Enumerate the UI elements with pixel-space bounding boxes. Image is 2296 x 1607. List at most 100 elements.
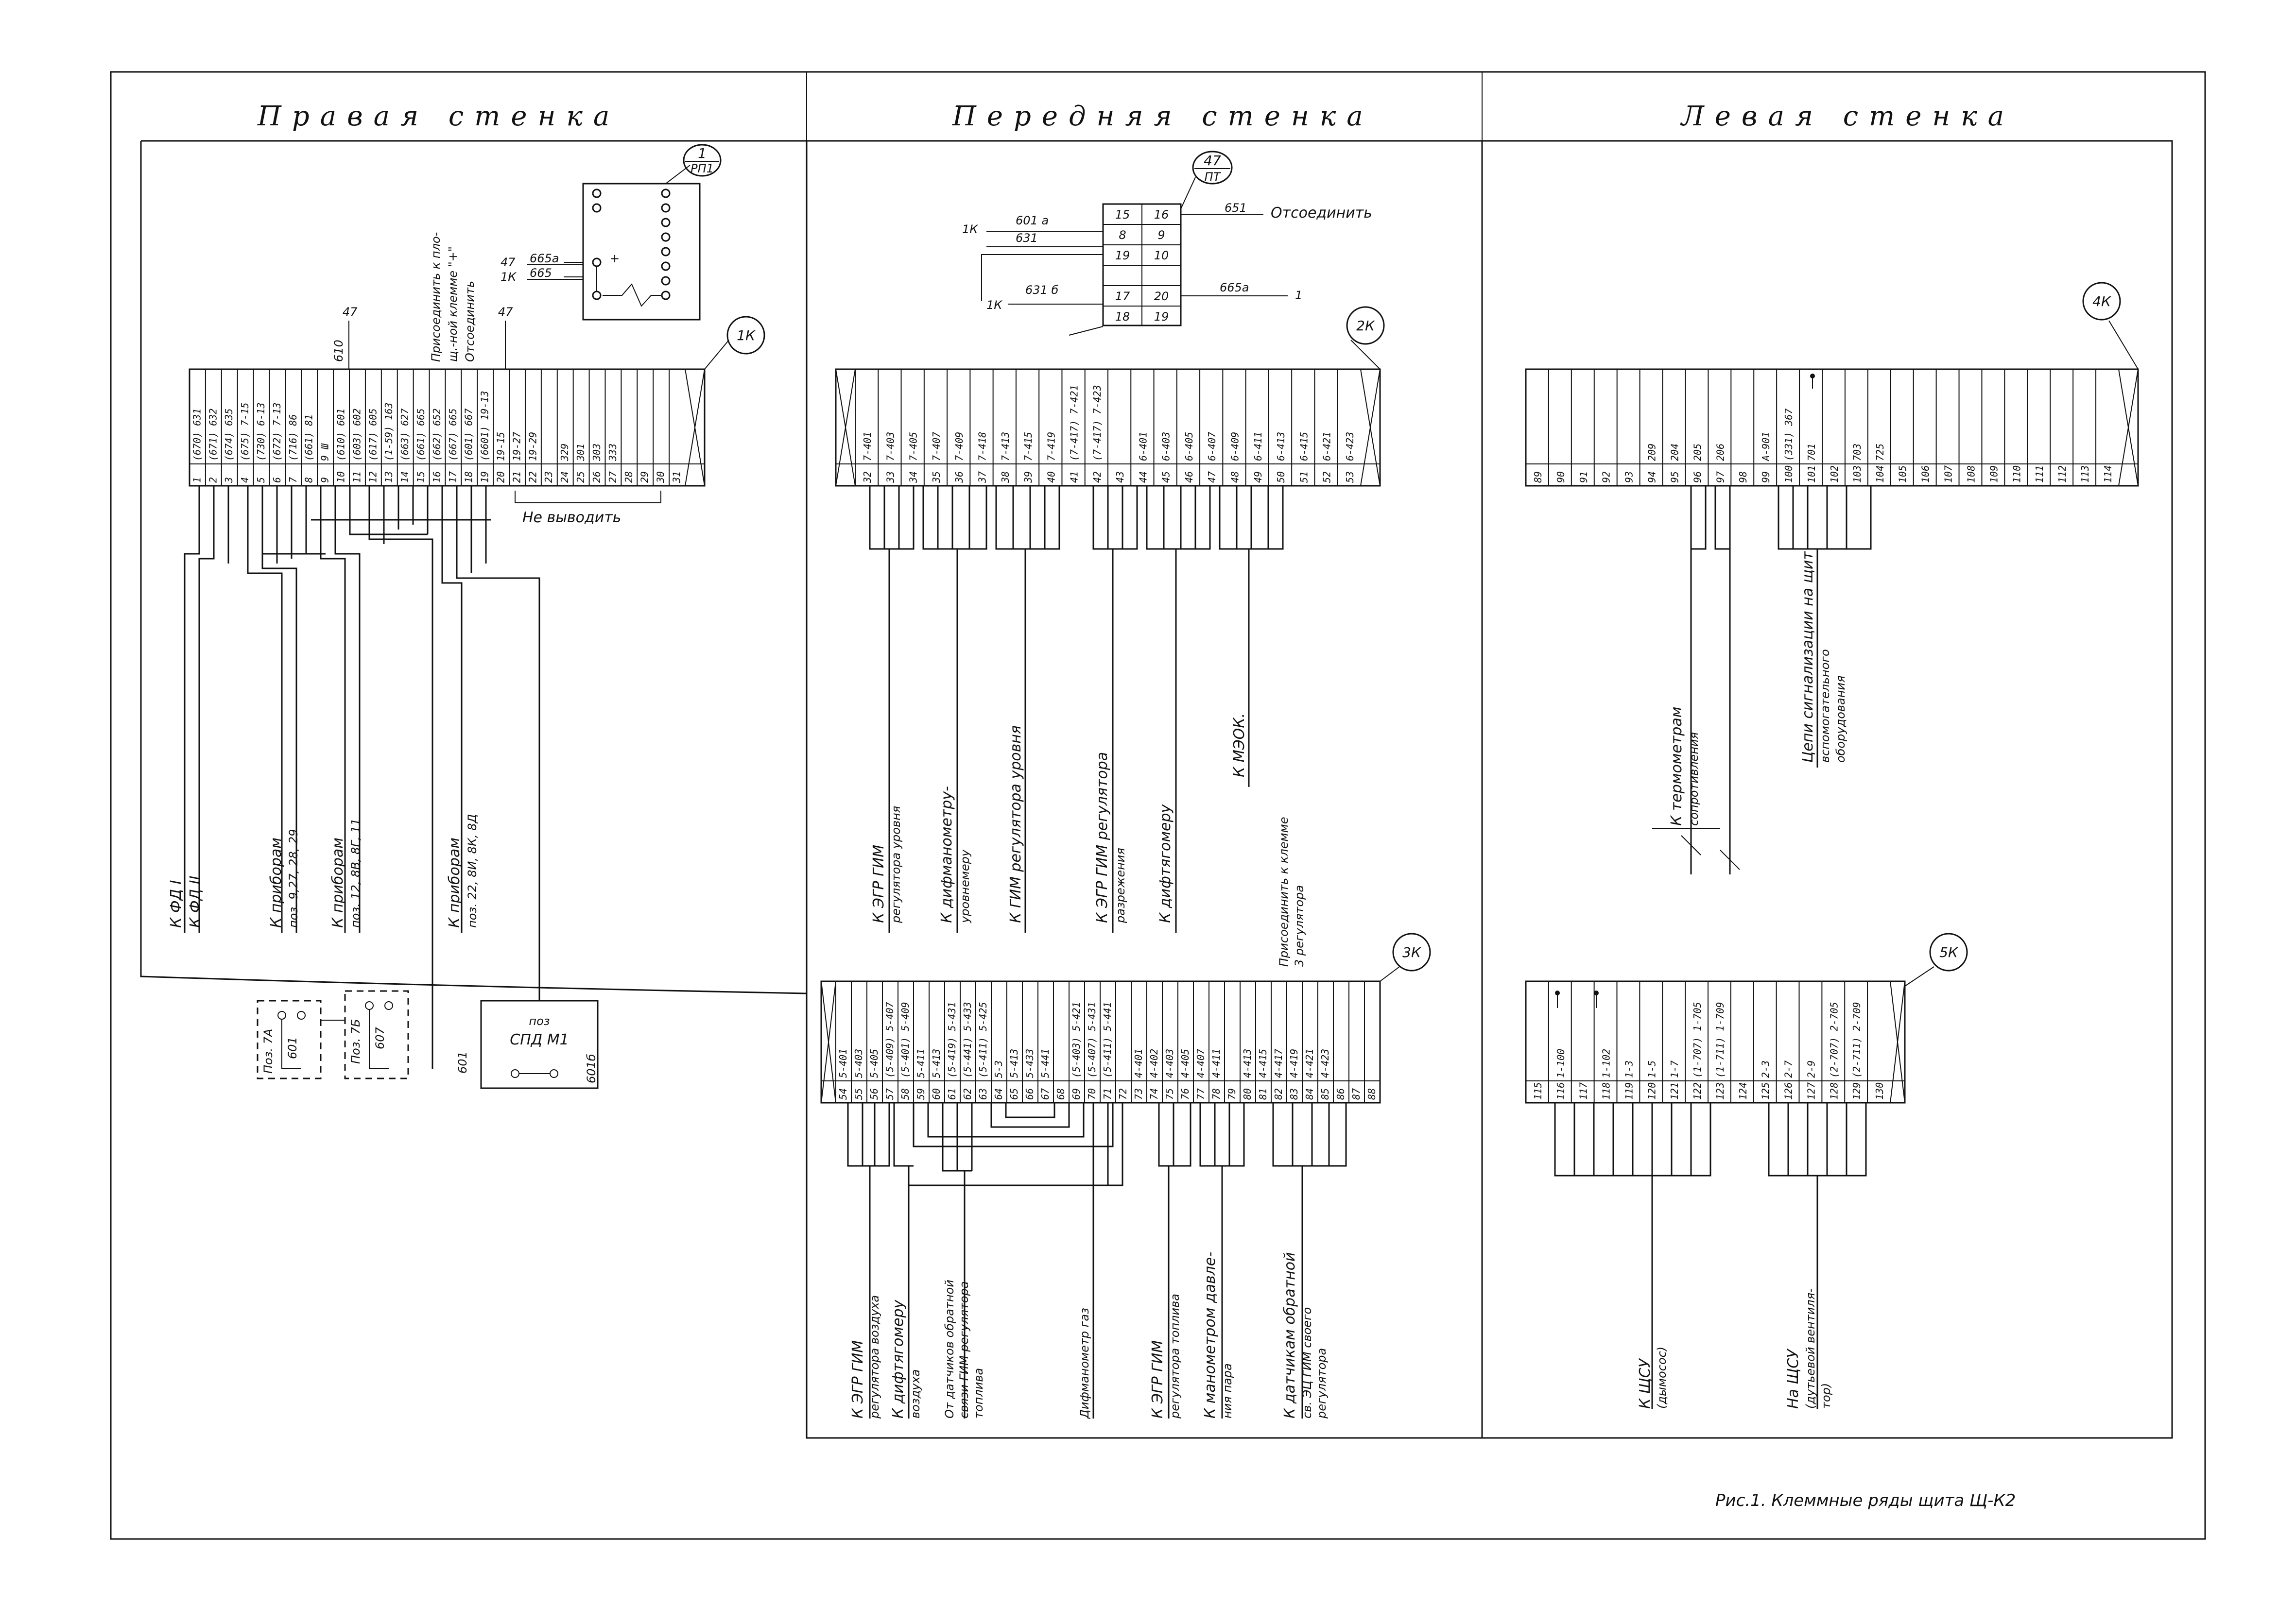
k3-terminal-number: 55 (853, 1088, 864, 1100)
k5-terminal-number: 122 (1692, 1082, 1703, 1100)
svg-text:15: 15 (1115, 208, 1130, 222)
k1-terminal-number: 22 (527, 471, 538, 483)
k3-wire-label: 4-417 (1273, 1049, 1284, 1078)
k4-terminal-number: 106 (1920, 465, 1932, 483)
k1-wire-label: (1-59) 163 (383, 403, 395, 461)
svg-text:631: 631 (1016, 231, 1038, 245)
k3-terminal-number: 87 (1350, 1088, 1362, 1100)
k2-terminal-number: 49 (1252, 471, 1264, 483)
k2-terminal-number: 48 (1229, 471, 1241, 483)
k2-terminal-number: 50 (1275, 471, 1287, 483)
svg-text:тор): тор) (1819, 1383, 1833, 1409)
k2-wire-label: 6-421 (1321, 432, 1333, 461)
k3-terminal-number: 72 (1117, 1088, 1129, 1100)
k1-note-connect: Присоединить к пло- (429, 232, 443, 362)
svg-text:(дымосос): (дымосос) (1655, 1347, 1669, 1409)
k1-terminal-number: 6 (271, 477, 283, 483)
svg-text:К ФД II: К ФД II (187, 876, 204, 928)
k4-terminal-number: 103 (1851, 465, 1863, 483)
k1-terminal-number: 25 (575, 471, 587, 483)
k1-terminal-number: 10 (335, 471, 347, 483)
k4-terminal-number: 94 (1646, 471, 1658, 483)
k5-terminal-number: 120 (1646, 1082, 1657, 1100)
k5-wire-label: 1-3 (1623, 1060, 1635, 1078)
k1-terminal-number: 26 (591, 471, 603, 483)
k2-wire-label: 6-403 (1160, 432, 1172, 461)
k5-terminal-number: 116 (1555, 1082, 1567, 1100)
k2-wire-label: 6-415 (1298, 432, 1310, 461)
k5-wire-label: 2-9 (1805, 1060, 1817, 1078)
left-wall-panel (1481, 140, 2173, 1439)
device-poz-7b: Поз. 7Б 607 (344, 990, 409, 1079)
pt-wires: 651 Отсоединить 1К 601 а 631 1К 631 б 66… (962, 201, 1372, 336)
svg-text:1К: 1К (962, 222, 978, 236)
k1-top-47a: 47 (343, 305, 358, 319)
k3-terminal-number: 67 (1039, 1088, 1051, 1100)
k3-wire-label: (5-407) 5-431 (1086, 1002, 1098, 1078)
svg-text:топлива: топлива (972, 1368, 985, 1419)
k2-wire-label: 6-409 (1229, 432, 1241, 461)
k3-terminal-number: 88 (1366, 1088, 1378, 1100)
k2-terminal-number: 42 (1091, 471, 1103, 483)
svg-text:Присоединить к клемме: Присоединить к клемме (1277, 817, 1291, 967)
front-top-vertical-labels: К ЭГР ГИМ регулятора уровня К дифманомет… (870, 713, 1306, 967)
k1-wire-label: (672) 7-13 (271, 403, 283, 461)
terminal-block-2k: 327-401337-403347-405357-407367-409377-4… (835, 306, 1385, 487)
k2-wire-label: 6-401 (1137, 432, 1149, 461)
k4-wire-label: (331) 367 (1783, 409, 1795, 461)
k4-terminal-number: 102 (1829, 465, 1840, 483)
svg-text:К приборам: К приборам (268, 838, 285, 928)
k4-terminal-number: 92 (1601, 471, 1612, 483)
k3-terminal-number: 86 (1335, 1088, 1347, 1100)
k2-terminal-number: 51 (1298, 471, 1310, 483)
k2-terminal-number: 34 (908, 471, 919, 483)
k1-wire-label: (674) 635 (223, 409, 235, 461)
k1-wire-label: (6601) 19-13 (479, 391, 491, 462)
k3-wire-label: 4-413 (1242, 1049, 1253, 1078)
k1-terminal-number: 13 (383, 471, 395, 483)
k2-wire-label: 7-419 (1045, 432, 1057, 461)
svg-text:уровнемеру: уровнемеру (958, 849, 972, 923)
pt-label: ПТ (1205, 170, 1222, 184)
k2-wire-label: (7-417) 7-423 (1091, 385, 1103, 461)
k5-terminal-number: 126 (1783, 1082, 1795, 1100)
k1-wire-label: (663) 627 (399, 409, 411, 461)
svg-text:665: 665 (530, 266, 552, 280)
svg-text:20: 20 (1154, 290, 1169, 303)
svg-text:От датчиков обратной: От датчиков обратной (943, 1280, 956, 1419)
svg-text:19: 19 (1115, 249, 1130, 262)
k1-wire-label: (661) 665 (415, 409, 427, 461)
k4-terminal-number: 112 (2056, 465, 2068, 483)
svg-text:регулятора топлива: регулятора топлива (1168, 1294, 1182, 1419)
svg-text:оборудования: оборудования (1834, 676, 1847, 763)
k1-terminal-number: 31 (671, 471, 682, 483)
k2-wire-label: 7-413 (1000, 432, 1011, 461)
k2-terminal-number: 53 (1344, 471, 1356, 483)
k4-output-wiring (1681, 374, 1872, 874)
rp1-number: 1 (698, 145, 707, 161)
rp1-label: РП1 (691, 162, 714, 175)
k4-wire-label: 205 (1692, 444, 1703, 461)
svg-text:К МЭОК.: К МЭОК. (1231, 713, 1248, 777)
outer-frame (110, 71, 2206, 1540)
k2-terminal-number: 45 (1160, 471, 1172, 483)
k5-terminal-number: 119 (1623, 1082, 1635, 1100)
k3-wire-label: 5-413 (1008, 1049, 1020, 1078)
no-output-label: Не выводить (522, 509, 621, 526)
svg-text:Поз. 7Б: Поз. 7Б (349, 1019, 363, 1064)
right-wall-vertical-labels: К ФД I К ФД II К приборам поз. 9,27, 28,… (168, 814, 479, 928)
k1-top-610: 610 (332, 340, 345, 362)
k2-wire-label: 7-409 (953, 432, 965, 461)
k3-terminal-number: 76 (1179, 1088, 1191, 1100)
k1-terminal-number: 30 (655, 471, 667, 483)
k1-wire-label: (610) 601 (335, 409, 347, 461)
k5-terminal-number: 123 (1714, 1082, 1726, 1100)
k4-terminal-number: 100 (1783, 465, 1795, 483)
k3-terminal-number: 77 (1195, 1088, 1207, 1100)
k3-terminal-number: 83 (1288, 1088, 1300, 1100)
svg-text:К приборам: К приборам (446, 838, 463, 928)
k1-terminal-number: 17 (447, 471, 459, 483)
k1-note-connect-2: щ.-ной клемме "+" (446, 246, 460, 362)
svg-text:регулятора уровня: регулятора уровня (889, 806, 903, 923)
